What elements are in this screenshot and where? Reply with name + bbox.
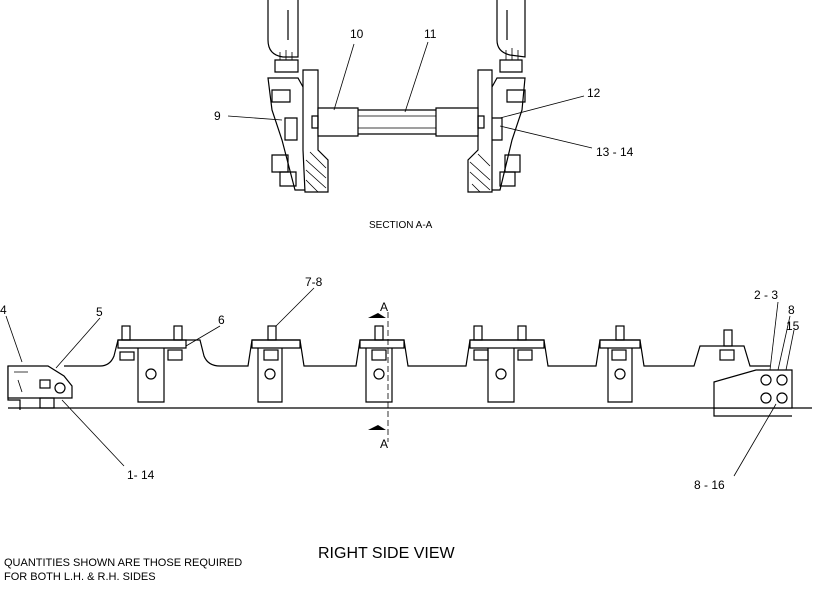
callout-6: 6 (218, 313, 225, 327)
callout-1-14: 1- 14 (127, 468, 155, 482)
quantity-note-line2: FOR BOTH L.H. & R.H. SIDES (4, 571, 156, 583)
callout-15: 15 (786, 319, 800, 333)
section-mark-bottom: A (380, 437, 388, 451)
quantity-note-line1: QUANTITIES SHOWN ARE THOSE REQUIRED (4, 557, 242, 569)
callout-13-14: 13 - 14 (596, 145, 634, 159)
callout-8-16: 8 - 16 (694, 478, 725, 492)
section-caption: SECTION A-A (369, 220, 433, 231)
callout-2-3: 2 - 3 (754, 288, 778, 302)
callout-4: 4 (0, 303, 7, 317)
callout-9: 9 (214, 109, 221, 123)
callout-5: 5 (96, 305, 103, 319)
right-side-view (5, 287, 812, 477)
callout-7-8: 7-8 (305, 275, 323, 289)
callout-12: 12 (587, 86, 601, 100)
callout-10: 10 (350, 27, 364, 41)
callout-8: 8 (788, 303, 795, 317)
callout-11: 11 (424, 27, 437, 41)
section-mark-top: A (380, 300, 388, 314)
section-a-a-view (227, 0, 593, 193)
view-caption: RIGHT SIDE VIEW (318, 545, 456, 562)
